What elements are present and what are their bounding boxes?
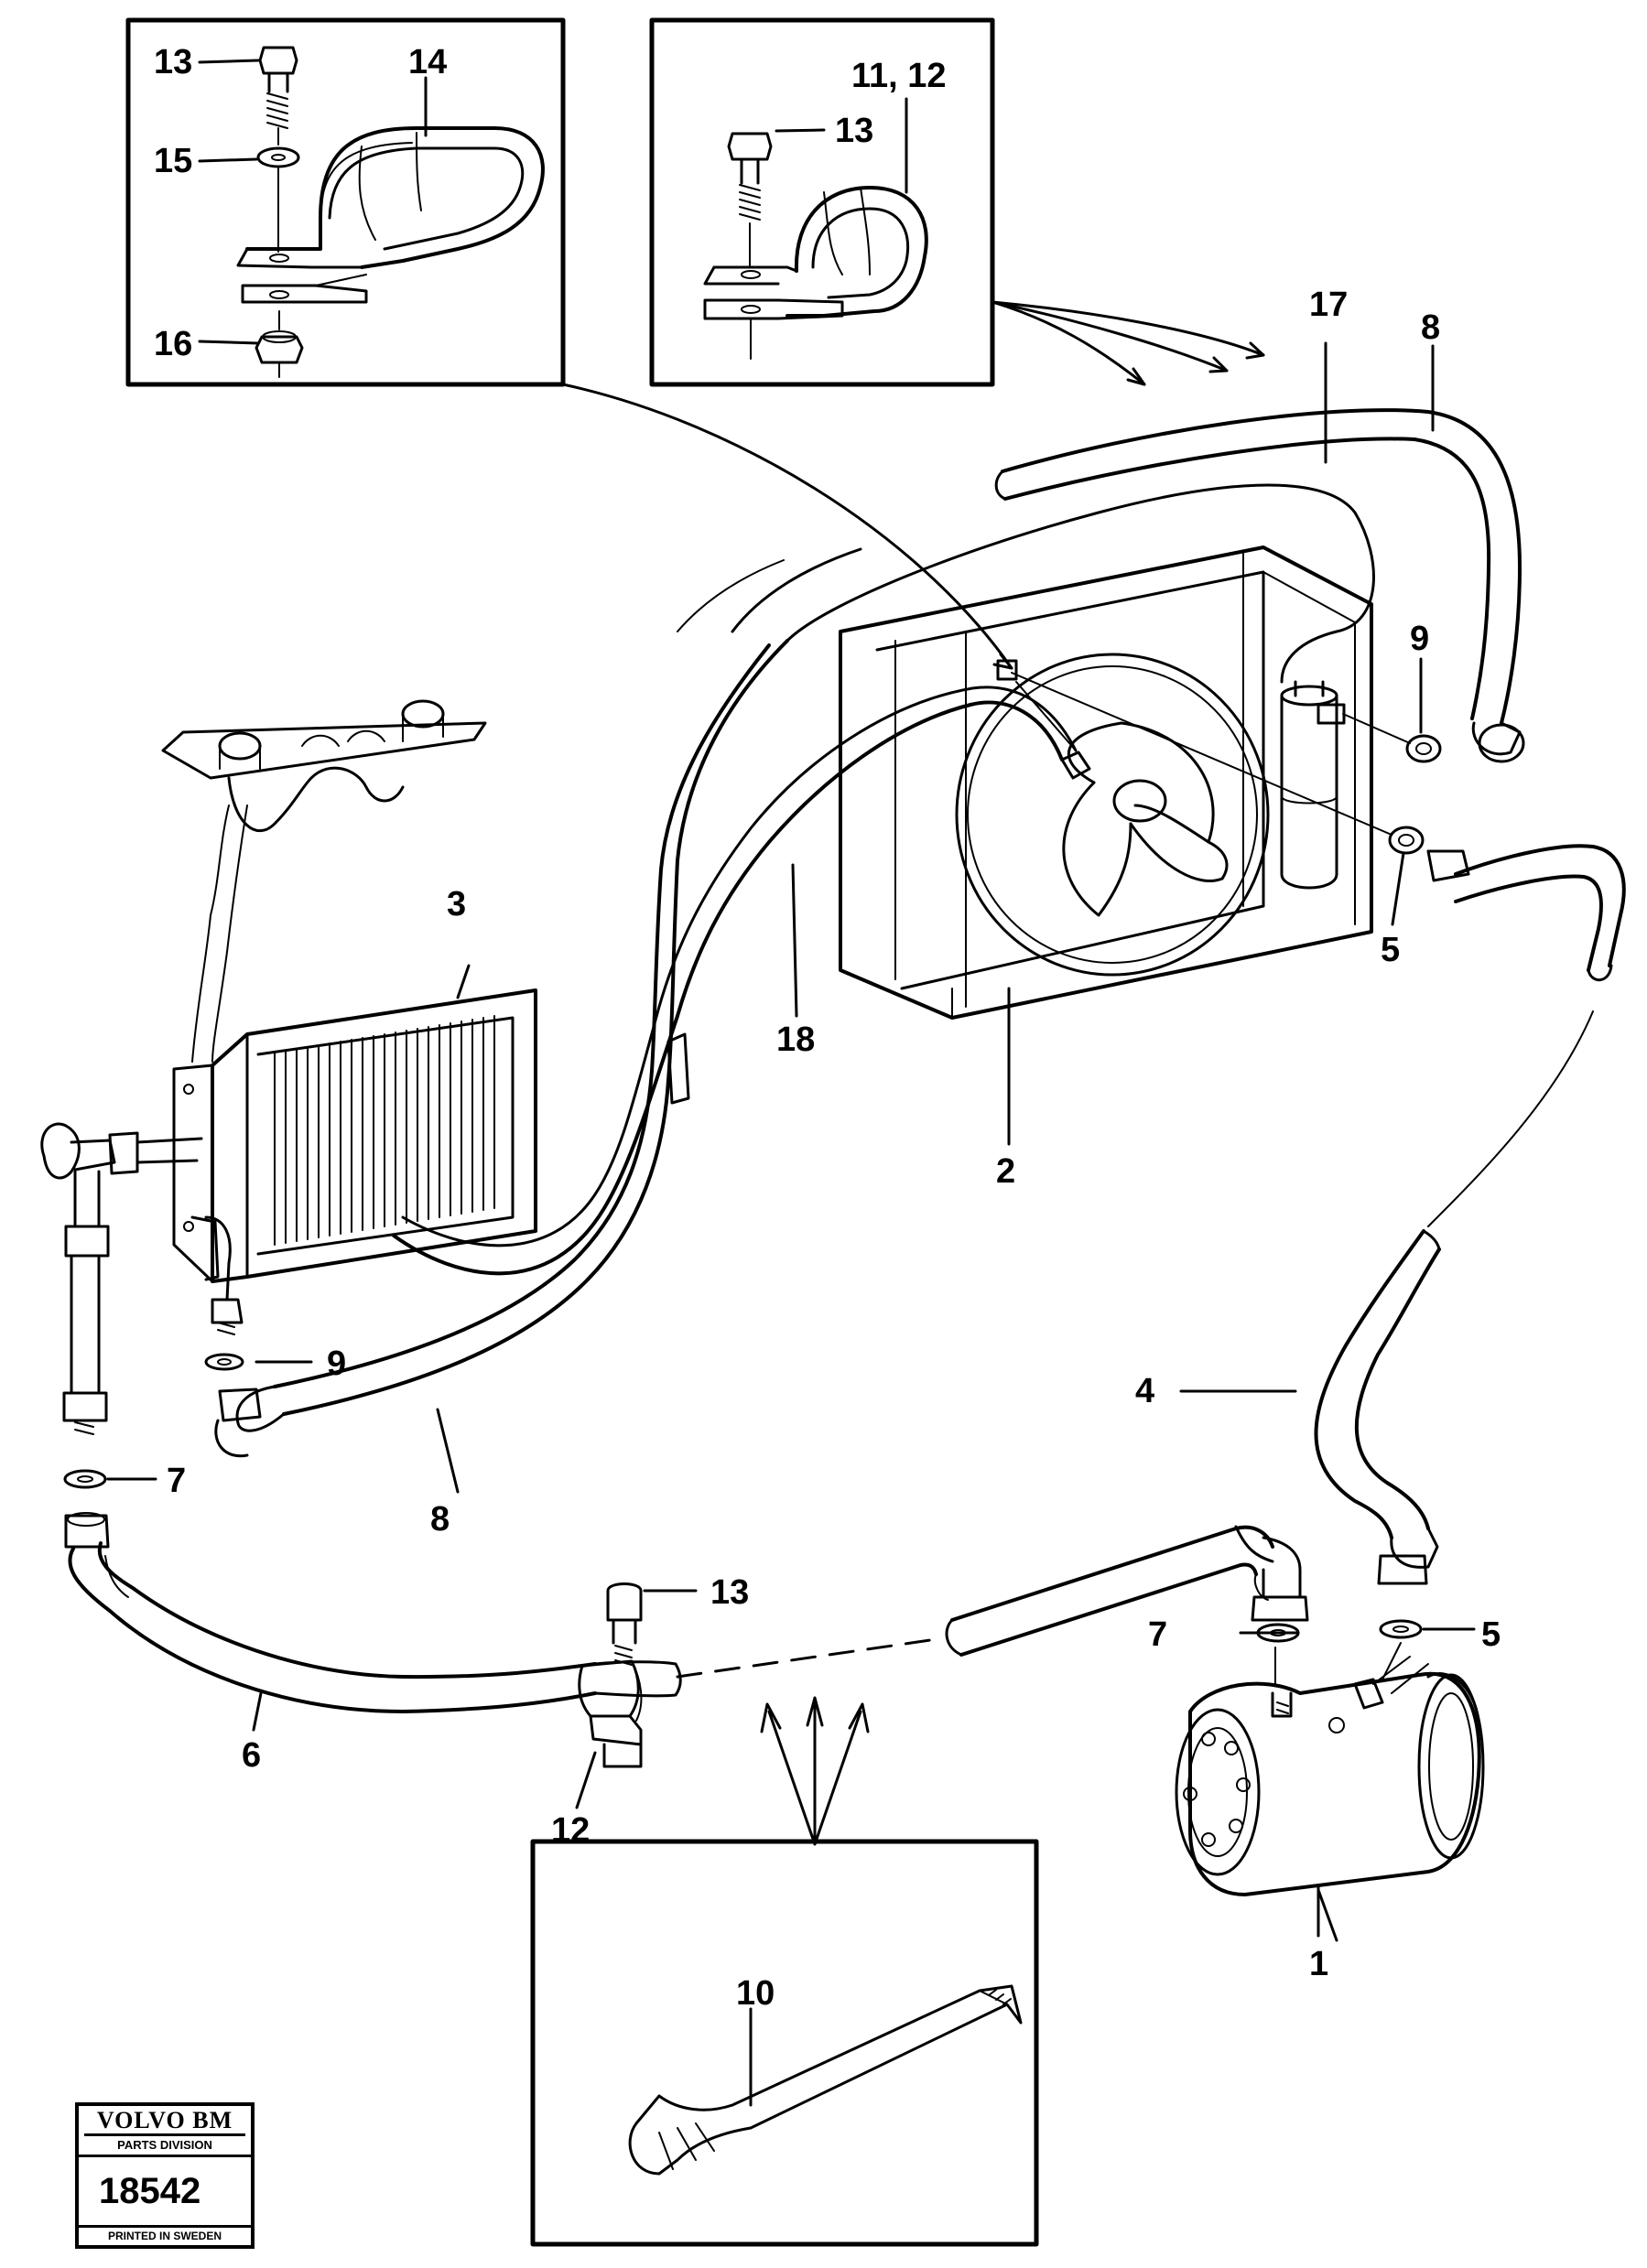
stamp-division: PARTS DIVISION <box>79 2136 251 2157</box>
callout-9-upper: 9 <box>1410 620 1429 658</box>
hose-6-upper <box>945 1525 1309 1657</box>
callout-16: 16 <box>154 325 192 363</box>
callout-12: 12 <box>551 1811 590 1850</box>
inset-part-10 <box>530 1696 1039 2247</box>
inset-clamp-detail <box>125 17 566 387</box>
callout-14: 14 <box>408 43 447 81</box>
callout-10: 10 <box>736 1974 775 2013</box>
callout-labels: 13 14 15 16 11, 12 13 17 8 9 5 3 18 2 4 … <box>154 43 1501 2013</box>
callout-9-lower: 9 <box>327 1345 346 1383</box>
stamp-brand: VOLVO BM <box>84 2108 245 2136</box>
callout-15: 15 <box>154 142 192 180</box>
callout-18: 18 <box>776 1021 815 1059</box>
inset-clip-detail <box>649 17 995 387</box>
callout-1: 1 <box>1309 1945 1328 1983</box>
volvo-parts-stamp: VOLVO BM PARTS DIVISION 18542 PRINTED IN… <box>75 2102 255 2249</box>
callout-8-upper: 8 <box>1421 308 1440 347</box>
hose-8-lower-end <box>204 1353 286 1458</box>
hose-6 <box>68 1541 682 1768</box>
callout-7-right: 7 <box>1148 1615 1167 1654</box>
callout-13-inset-a: 13 <box>154 43 192 81</box>
stamp-number: 18542 <box>99 2170 201 2211</box>
condenser-seals <box>1011 672 1442 855</box>
evaporator-unit <box>40 699 537 1335</box>
condenser-unit <box>839 545 1373 1020</box>
stamp-printed: PRINTED IN SWEDEN <box>79 2225 251 2245</box>
callout-3: 3 <box>447 885 466 923</box>
callout-13-inset-b: 13 <box>835 112 873 150</box>
compressor <box>1175 1642 1485 1896</box>
dashed-continuation <box>676 1636 945 1679</box>
inset-pointer-lines <box>561 300 1265 670</box>
leader-lines <box>106 341 1476 1942</box>
callout-13-clamp: 13 <box>710 1573 749 1612</box>
callout-2: 2 <box>996 1152 1015 1191</box>
callout-6: 6 <box>242 1736 261 1775</box>
hose-4 <box>1314 844 1626 1639</box>
hoses-17-8-18 <box>273 408 1525 1416</box>
callout-11-12: 11, 12 <box>851 57 947 95</box>
callout-5-upper: 5 <box>1381 931 1400 969</box>
callout-4: 4 <box>1135 1372 1154 1410</box>
pipe-7-vertical <box>62 1254 110 1549</box>
callout-8-lower: 8 <box>430 1500 450 1539</box>
callout-17: 17 <box>1309 286 1348 324</box>
callout-5-lower: 5 <box>1481 1615 1501 1654</box>
callout-7-left: 7 <box>167 1462 186 1500</box>
